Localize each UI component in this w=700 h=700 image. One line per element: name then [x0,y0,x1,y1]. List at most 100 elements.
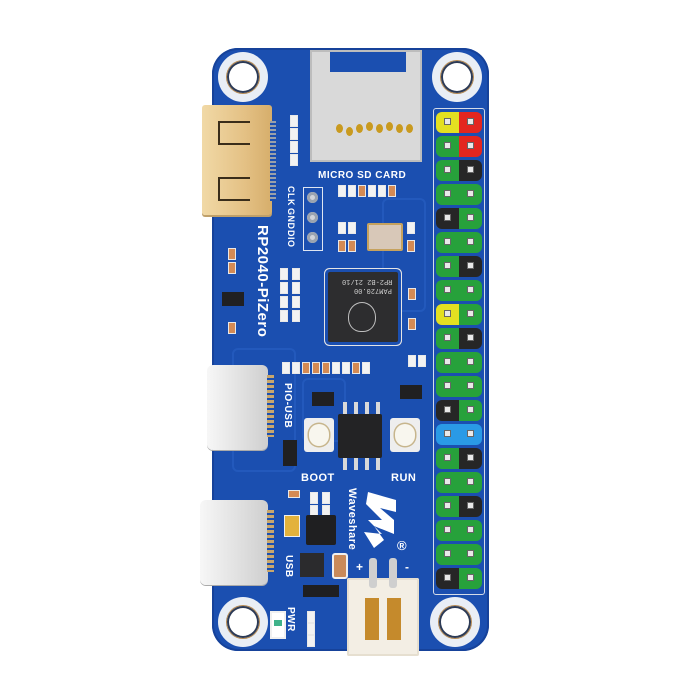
gpio-pin-gpio[interactable] [436,352,459,373]
chip-marking: RP2-B2 21/10 [341,277,392,285]
waveshare-label: Waveshare [346,488,358,551]
gpio-header-row [436,448,482,469]
run-button[interactable] [390,418,420,452]
smd-component [352,362,360,374]
usb-c-port-pio[interactable] [207,365,274,450]
smd-component [332,362,340,374]
gpio-pin-gnd[interactable] [459,160,482,181]
gpio-pin-gpio[interactable] [436,184,459,205]
gpio-pin-power3v3[interactable] [436,304,459,325]
smd-component [307,623,315,635]
gpio-pin-gpio[interactable] [436,472,459,493]
gpio-pin-gpio[interactable] [436,256,459,277]
sd-card-label: MICRO SD CARD [318,170,407,181]
inductor [300,553,324,577]
mounting-hole [430,597,480,647]
chip-leg [365,402,369,414]
gpio-pin-power5v[interactable] [459,112,482,133]
gpio-pin-gpio[interactable] [459,568,482,589]
gpio-header-row [436,328,482,349]
smd-component [348,185,356,197]
mini-hdmi-connector[interactable] [202,105,276,215]
gpio-pin-power5v[interactable] [459,136,482,157]
smd-component [322,492,330,504]
gpio-pin-power3v3[interactable] [436,112,459,133]
swd-label-dio: DIO [286,230,296,248]
swd-pin [307,232,318,243]
gpio-pin-gnd[interactable] [459,496,482,517]
gpio-pin-gpio[interactable] [459,400,482,421]
smd-component [302,362,310,374]
smd-component [378,185,386,197]
smd-component [307,635,315,647]
chip-marking: PAM720.00 [354,286,392,294]
smd-component [408,288,416,300]
gpio-pin-gpio[interactable] [459,376,482,397]
gpio-pin-gpio[interactable] [459,304,482,325]
smd-component [282,362,290,374]
pcb-trace [382,198,426,312]
gpio-header-row [436,232,482,253]
gpio-header[interactable] [433,108,485,595]
gpio-header-row [436,472,482,493]
battery-jst-connector[interactable] [347,558,419,656]
sd-contact [366,122,373,131]
gpio-pin-gpio[interactable] [459,208,482,229]
gpio-pin-gpio[interactable] [459,544,482,565]
smd-component [358,185,366,197]
gpio-pin-gpio[interactable] [459,232,482,253]
smd-component [280,268,288,280]
gpio-pin-gpio[interactable] [459,184,482,205]
boot-button[interactable] [304,418,334,452]
smd-component [280,296,288,308]
gpio-pin-gnd[interactable] [459,448,482,469]
gpio-pin-gpio[interactable] [459,520,482,541]
smd-component [348,222,356,234]
smd-component [290,128,298,140]
boot-label: BOOT [301,472,335,484]
registered-mark: ® [397,538,408,553]
swd-header[interactable] [303,187,323,251]
gpio-pin-gpio[interactable] [436,136,459,157]
schottky-diode [303,585,339,597]
usb-c-port[interactable] [200,500,274,585]
gpio-pin-gpio[interactable] [436,280,459,301]
pio-usb-label: PIO-USB [282,383,293,429]
smd-component [292,296,300,308]
gpio-pin-id[interactable] [459,424,482,445]
gpio-pin-gnd[interactable] [436,400,459,421]
gpio-pin-gnd[interactable] [436,208,459,229]
gpio-pin-gpio[interactable] [436,448,459,469]
sd-contact [346,127,353,136]
gpio-pin-gpio[interactable] [436,544,459,565]
gpio-pin-gnd[interactable] [459,256,482,277]
smd-component [407,222,415,234]
gpio-header-row [436,544,482,565]
gpio-pin-gpio[interactable] [436,328,459,349]
smd-component [228,248,236,260]
gpio-pin-gnd[interactable] [459,328,482,349]
gpio-header-row [436,424,482,445]
gpio-pin-id[interactable] [436,424,459,445]
gpio-pin-gpio[interactable] [459,352,482,373]
smd-component [338,240,346,252]
gpio-pin-gpio[interactable] [459,472,482,493]
swd-label-gnd: GND [286,208,296,230]
tantalum-capacitor [284,515,300,537]
smd-component [407,240,415,252]
gpio-pin-gpio[interactable] [436,496,459,517]
crystal-oscillator [367,223,403,251]
gpio-pin-gpio[interactable] [459,280,482,301]
micro-sd-slot[interactable] [310,50,422,162]
smd-component [418,355,426,367]
gpio-pin-gpio[interactable] [436,232,459,253]
gpio-pin-gpio[interactable] [436,376,459,397]
sd-contact [356,124,363,133]
gpio-pin-gpio[interactable] [436,160,459,181]
gpio-pin-gnd[interactable] [436,568,459,589]
hdmi-slot [218,121,250,145]
jst-contact [365,598,379,640]
chip-leg [365,458,369,470]
power-led [270,611,286,639]
gpio-pin-gpio[interactable] [436,520,459,541]
